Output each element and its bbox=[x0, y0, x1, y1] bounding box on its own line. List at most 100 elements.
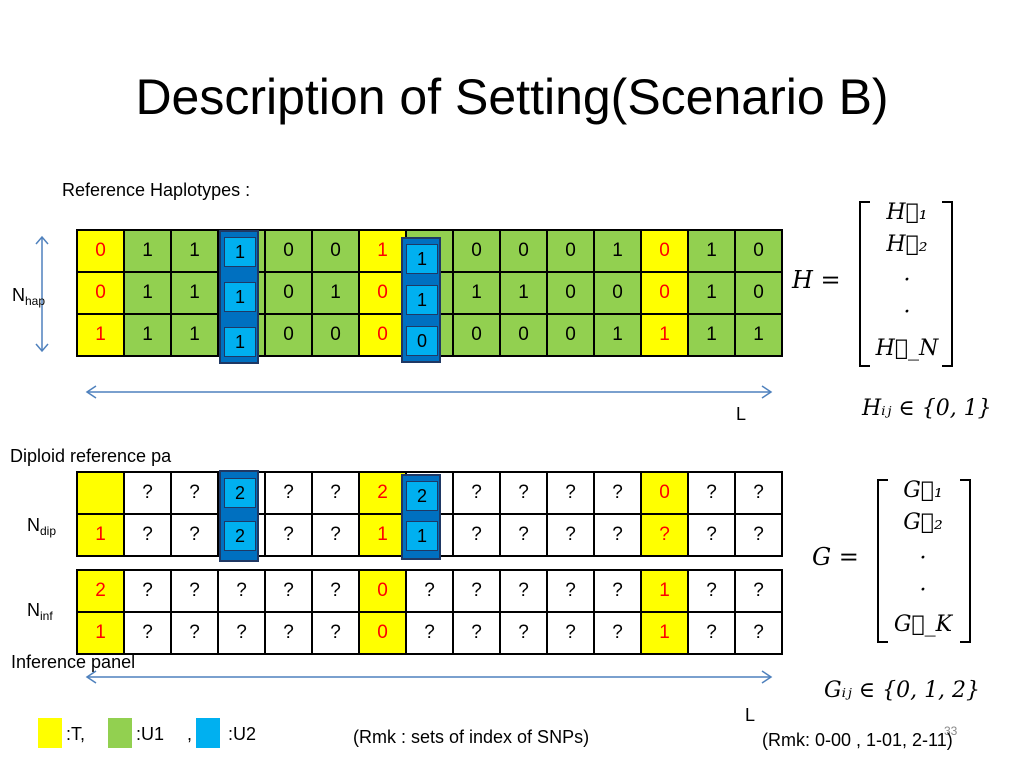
g-dot: · bbox=[919, 578, 927, 603]
h-matrix-brackets bbox=[859, 201, 953, 367]
grid-cell: ? bbox=[217, 569, 266, 613]
table-row: ????2????0?? bbox=[76, 471, 783, 515]
grid-cell: 1 bbox=[76, 611, 125, 655]
grid-cell: 0 bbox=[358, 271, 407, 315]
legend-u1-label: :U1 bbox=[136, 724, 165, 744]
h-dot: · bbox=[903, 300, 911, 325]
grid-cell: ? bbox=[734, 513, 783, 557]
grid-cell: 0 bbox=[452, 229, 501, 273]
grid-cell: ? bbox=[170, 471, 219, 515]
overlay-cell: 2 bbox=[224, 478, 256, 508]
grid-cell: 0 bbox=[76, 271, 125, 315]
overlay-cell: 2 bbox=[406, 481, 438, 511]
l-top-arrow bbox=[85, 385, 773, 399]
n-hap-label: Nhap bbox=[12, 285, 46, 308]
reference-haplotypes-label: Reference Haplotypes : bbox=[62, 180, 251, 200]
grid-cell: 0 bbox=[640, 471, 689, 515]
grid-cell: ? bbox=[499, 569, 548, 613]
grid-cell: ? bbox=[593, 569, 642, 613]
grid-cell: ? bbox=[170, 611, 219, 655]
grid-cell: ? bbox=[217, 611, 266, 655]
overlay-cell: 0 bbox=[406, 326, 438, 356]
inference-panel-label: Inference panel bbox=[11, 652, 136, 672]
grid-cell: ? bbox=[734, 611, 783, 655]
grid-cell: 0 bbox=[264, 271, 313, 315]
grid-cell: ? bbox=[264, 569, 313, 613]
grid-cell: ? bbox=[264, 471, 313, 515]
u2-overlay-dip-col8: 2 1 bbox=[401, 474, 441, 560]
grid-cell: 1 bbox=[452, 271, 501, 315]
grid-cell: ? bbox=[123, 569, 172, 613]
grid-cell: 0 bbox=[358, 313, 407, 357]
g-matrix-lhs: G = bbox=[812, 543, 859, 571]
grid-cell: 2 bbox=[358, 471, 407, 515]
grid-cell bbox=[76, 471, 125, 515]
u2-overlay-hap-col4: 1 1 1 bbox=[219, 230, 259, 364]
grid-cell: 0 bbox=[499, 313, 548, 357]
grid-cell: ? bbox=[499, 513, 548, 557]
grid-cell: 1 bbox=[311, 271, 360, 315]
h-dot: · bbox=[903, 268, 911, 293]
inference-panel-table: 2?????0?????1??1?????0?????1?? bbox=[76, 569, 783, 655]
grid-cell: ? bbox=[452, 471, 501, 515]
grid-cell: ? bbox=[593, 611, 642, 655]
h-vector-n: H⃗_N bbox=[875, 336, 939, 361]
grid-cell: 1 bbox=[687, 229, 736, 273]
grid-cell: ? bbox=[123, 611, 172, 655]
grid-cell: 1 bbox=[640, 569, 689, 613]
grid-cell: 2 bbox=[76, 569, 125, 613]
grid-cell: ? bbox=[311, 569, 360, 613]
grid-cell: ? bbox=[734, 471, 783, 515]
grid-cell: ? bbox=[311, 471, 360, 515]
grid-cell: 1 bbox=[170, 229, 219, 273]
h-vector-1: H⃗₁ bbox=[886, 200, 928, 225]
h-matrix-lhs: H = bbox=[792, 266, 841, 294]
grid-cell: ? bbox=[499, 471, 548, 515]
diploid-reference-label: Diploid reference pa bbox=[10, 446, 172, 466]
grid-cell: ? bbox=[264, 513, 313, 557]
table-row: 2?????0?????1?? bbox=[76, 569, 783, 613]
table-row: 1?????0?????1?? bbox=[76, 611, 783, 655]
grid-cell: 1 bbox=[640, 313, 689, 357]
grid-cell: ? bbox=[170, 569, 219, 613]
overlay-cell: 1 bbox=[406, 244, 438, 274]
legend-u2-swatch bbox=[196, 718, 220, 748]
u2-overlay-dip-col4: 2 2 bbox=[219, 470, 259, 562]
grid-cell: 0 bbox=[593, 271, 642, 315]
grid-cell: ? bbox=[546, 611, 595, 655]
overlay-cell: 1 bbox=[224, 282, 256, 312]
grid-cell: 1 bbox=[76, 513, 125, 557]
legend-u2-label: :U2 bbox=[228, 724, 257, 744]
grid-cell: 0 bbox=[734, 229, 783, 273]
grid-cell: 0 bbox=[452, 313, 501, 357]
grid-cell: 1 bbox=[358, 513, 407, 557]
l-bottom-arrow bbox=[85, 670, 773, 684]
h-domain: Hᵢⱼ ∈ {0, 1} bbox=[862, 396, 992, 421]
overlay-cell: 2 bbox=[224, 521, 256, 551]
g-vector-k: G⃗_K bbox=[893, 612, 953, 637]
grid-cell: 0 bbox=[76, 229, 125, 273]
grid-cell: ? bbox=[311, 611, 360, 655]
grid-cell: 1 bbox=[687, 313, 736, 357]
grid-cell: 0 bbox=[546, 229, 595, 273]
remark-codes: (Rmk: 0-00 , 1-01, 2-11) bbox=[762, 730, 953, 750]
n-dip-label: Ndip bbox=[27, 515, 57, 538]
overlay-cell: 1 bbox=[224, 237, 256, 267]
legend-u1-swatch bbox=[108, 718, 132, 748]
grid-cell: ? bbox=[311, 513, 360, 557]
grid-cell: ? bbox=[687, 611, 736, 655]
grid-cell: ? bbox=[687, 513, 736, 557]
grid-cell: ? bbox=[687, 471, 736, 515]
grid-cell: ? bbox=[734, 569, 783, 613]
u2-overlay-hap-col8: 1 1 0 bbox=[401, 237, 441, 363]
grid-cell: ? bbox=[593, 471, 642, 515]
grid-cell: 0 bbox=[264, 313, 313, 357]
grid-cell: ? bbox=[452, 611, 501, 655]
grid-cell: 0 bbox=[499, 229, 548, 273]
g-dot: · bbox=[919, 546, 927, 571]
grid-cell: 1 bbox=[76, 313, 125, 357]
g-matrix-brackets bbox=[877, 479, 971, 643]
grid-cell: 0 bbox=[734, 271, 783, 315]
